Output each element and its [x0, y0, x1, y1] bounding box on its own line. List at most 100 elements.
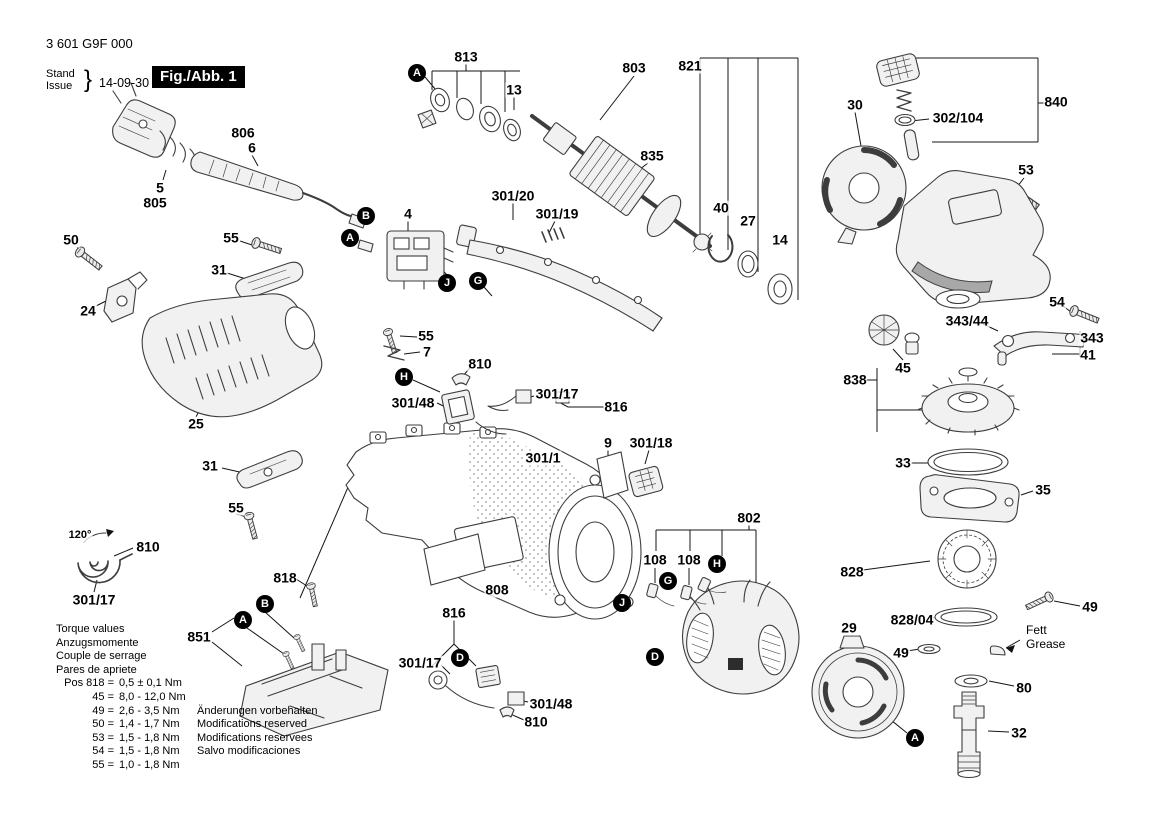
bracket-24 [103, 271, 148, 323]
part-label-31: 31 [201, 457, 219, 474]
callout-G: G [659, 572, 677, 590]
part-label-818: 818 [272, 569, 298, 586]
torque-row: Pos 818 =0,5 ± 0,1 Nm [64, 677, 182, 690]
part-label-49: 49 [1081, 598, 1099, 615]
part-label-301-1: 301/1 [524, 449, 562, 466]
callout-B: B [357, 207, 375, 225]
grease-note: Fett Grease [1026, 623, 1065, 651]
torque-title: Torque values [56, 623, 125, 635]
callout-H: H [708, 555, 726, 573]
callout-B: B [256, 595, 274, 613]
part-label-301-48: 301/48 [390, 394, 436, 411]
washer-49 [917, 643, 941, 655]
part-label-13: 13 [505, 81, 523, 98]
part-label-828: 828 [839, 563, 865, 580]
torque-row: 55 =1,0 - 1,8 Nm [92, 758, 180, 771]
handle-bracket-301-20 [456, 224, 663, 332]
lock-lever-343 [993, 331, 1085, 366]
brace-glyph: } [84, 66, 93, 93]
part-label-301-20: 301/20 [490, 187, 536, 204]
callout-D: D [646, 648, 664, 666]
part-label-30: 30 [846, 96, 864, 113]
callout-D: D [451, 649, 469, 667]
part-label-29: 29 [840, 619, 858, 636]
stand-issue-label: Stand Issue [46, 68, 75, 92]
part-label-108: 108 [642, 551, 668, 568]
part-label-9: 9 [603, 434, 613, 451]
flat-spring-7 [383, 345, 405, 361]
part-label-25: 25 [187, 415, 205, 432]
part-label-55: 55 [222, 229, 240, 246]
part-label-5: 5 [155, 179, 165, 196]
part-label-810: 810 [135, 538, 161, 555]
stand-label: Stand [46, 68, 75, 80]
callout-A: A [408, 64, 426, 82]
torque-title: Pares de apriete [56, 663, 137, 676]
callout-H: H [395, 368, 413, 386]
part-label-343-44: 343/44 [944, 312, 990, 329]
part-label-55: 55 [417, 327, 435, 344]
bearing-828 [937, 529, 997, 589]
model-number: 3 601 G9F 000 [46, 36, 133, 51]
bearing-set-813 [417, 87, 521, 142]
callout-J: J [438, 274, 456, 292]
bearing-14 [767, 273, 793, 305]
issue-date: 14-09-30 [99, 76, 150, 90]
callout-A: A [341, 229, 359, 247]
spindle-32 [953, 691, 985, 779]
part-label-108: 108 [676, 551, 702, 568]
brush-plate-31-lower [236, 450, 303, 489]
part-label-810: 810 [523, 713, 549, 730]
callout-G: G [469, 272, 487, 290]
part-label-302-104: 302/104 [931, 109, 985, 126]
part-label-54: 54 [1048, 293, 1066, 310]
callout-J: J [613, 594, 631, 612]
part-label-816: 816 [603, 398, 629, 415]
armature-835 [530, 114, 713, 253]
grease-arrowhead [1006, 645, 1015, 653]
cable-clamp-parts-816 [428, 664, 525, 718]
part-label-35: 35 [1034, 481, 1052, 498]
figure-label: Fig./Abb. 1 [152, 66, 245, 88]
part-label-80: 80 [1015, 679, 1033, 696]
motor-housing-25 [141, 293, 323, 418]
part-label-6: 6 [247, 139, 257, 156]
base-plate-assembly-851 [239, 633, 389, 737]
bearing-cover-30 [821, 145, 907, 245]
part-label-14: 14 [771, 231, 789, 248]
part-label-343: 343 [1079, 329, 1105, 346]
part-label-816: 816 [441, 604, 467, 621]
part-label-301-19: 301/19 [534, 205, 580, 222]
switch-4 [386, 230, 454, 290]
part-label-50: 50 [62, 231, 80, 248]
gasket-9 [596, 451, 629, 499]
part-label-821: 821 [677, 57, 703, 74]
part-label-301-17: 301/17 [397, 654, 443, 671]
part-label-45: 45 [894, 359, 912, 376]
callout-A: A [234, 611, 252, 629]
part-label-810: 810 [467, 355, 493, 372]
washer-80 [954, 674, 988, 688]
part-label-840: 840 [1043, 93, 1069, 110]
part-label-301-17: 301/17 [534, 385, 580, 402]
part-label-301-17: 301/17 [71, 591, 117, 608]
part-label-55: 55 [227, 499, 245, 516]
part-label-31: 31 [210, 261, 228, 278]
grease-dab [989, 645, 1006, 656]
part-label-120-: 120° [67, 529, 93, 542]
o-ring-33 [927, 448, 1009, 476]
ring-27 [737, 250, 759, 278]
torque-title: Couple de serrage [56, 650, 147, 663]
part-label-49: 49 [892, 644, 910, 661]
damper-and-spring-302-104 [876, 53, 920, 161]
part-label-53: 53 [1017, 161, 1035, 178]
part-label-828-04: 828/04 [889, 611, 935, 628]
bearing-flange-35 [919, 474, 1020, 523]
